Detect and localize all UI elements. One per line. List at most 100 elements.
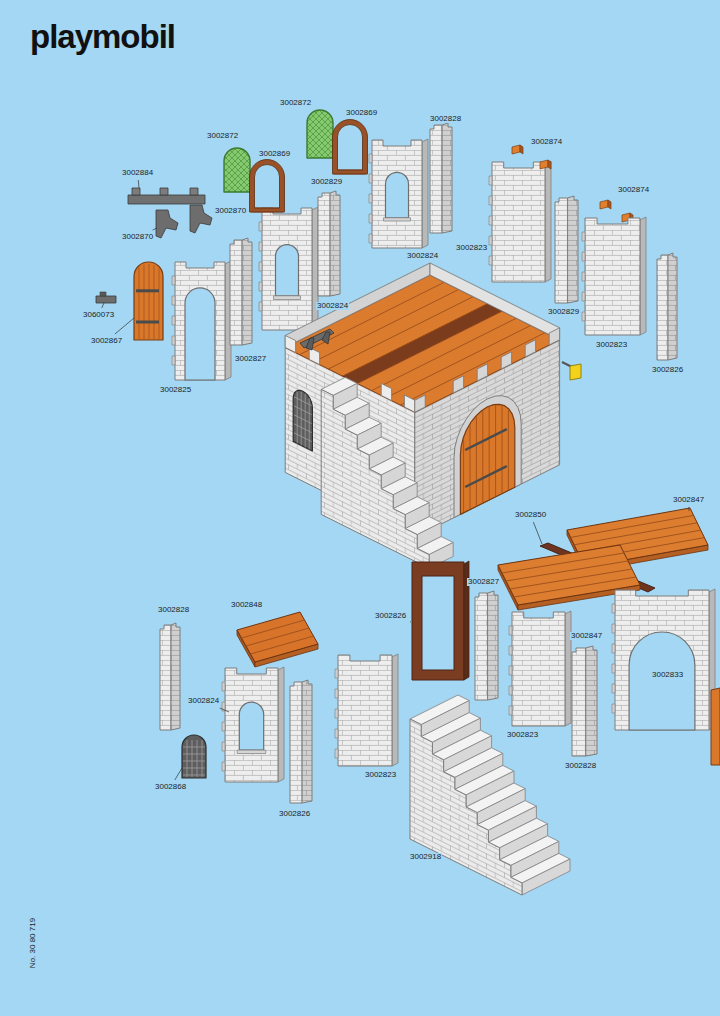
corner-pillar-side: [568, 196, 578, 303]
grate-bar: [294, 397, 312, 406]
part-number: 3002833: [651, 671, 684, 679]
corner-pillar: [230, 240, 242, 345]
part-number: 3002828: [429, 115, 462, 123]
grate-bar: [192, 740, 193, 777]
door-hinge: [465, 466, 507, 487]
leader-line: [153, 228, 157, 230]
corner-pillar-side: [442, 123, 452, 233]
part-number: 3002823: [506, 731, 539, 739]
part-number: 3002872: [206, 132, 239, 140]
deck-plank-joint: [343, 304, 488, 376]
part-number: 3002867: [90, 337, 123, 345]
part-number: 3002826: [278, 810, 311, 818]
corner-pillar: [290, 682, 302, 803]
part-number: 3002823: [455, 244, 488, 252]
catalog-number: No. 30 80 719: [29, 917, 37, 969]
window-opening: [386, 172, 409, 217]
door-hinge: [136, 321, 159, 324]
corner-pillar-side: [586, 646, 597, 756]
door-plank-line: [495, 405, 496, 495]
part-number: 3002824: [316, 302, 349, 310]
castle-grated-window: [293, 390, 312, 451]
wall-panel-side: [392, 654, 398, 766]
window-frame: [335, 122, 365, 172]
castle-gun-stand: [322, 332, 330, 344]
deck-plank-joint: [357, 311, 502, 383]
window-sill: [237, 750, 266, 753]
lattice-bar: [192, 148, 236, 192]
castle-merlon: [477, 364, 487, 381]
grate-bar: [197, 740, 198, 777]
deck-plank-joint: [386, 325, 531, 397]
window-frame-edge: [255, 165, 280, 209]
panel-tab: [509, 646, 512, 655]
wall-panel-side: [278, 667, 284, 782]
part-number: 3060073: [82, 311, 115, 319]
panel-tab: [612, 684, 615, 693]
door-plank-line: [154, 265, 155, 339]
castle-merlon: [381, 383, 391, 400]
panel-tab: [509, 626, 512, 635]
leader-line: [175, 768, 182, 780]
door-plank-line: [159, 269, 160, 340]
part-number: 3002847: [672, 496, 705, 504]
window-frame-edge: [250, 160, 285, 213]
corner-pillar: [160, 625, 171, 730]
grate-bar: [183, 775, 205, 776]
panel-tab: [489, 236, 492, 245]
gray-hinge-knob: [100, 292, 106, 296]
panel-tab: [369, 154, 372, 163]
leader-line: [410, 621, 412, 622]
grate-bar: [294, 415, 312, 424]
panel-tab: [582, 312, 585, 321]
lattice-bar: [307, 110, 355, 158]
panel-tab: [582, 232, 585, 241]
corner-pillar-side: [330, 191, 340, 296]
panel-tab: [509, 666, 512, 675]
corner-pillar: [572, 648, 586, 756]
lattice-bar: [259, 110, 307, 158]
panel-tab: [369, 174, 372, 183]
corner-pillar-side: [488, 591, 498, 700]
window-opening: [276, 245, 299, 296]
castle-door-arch: [454, 396, 521, 518]
grate-bar: [294, 424, 312, 433]
part-number: 3002868: [154, 783, 187, 791]
lattice-bar: [319, 110, 367, 158]
grate-bar: [183, 754, 205, 755]
castle-deck-beam: [343, 304, 502, 384]
lattice-bar: [307, 110, 355, 158]
panel-tab: [612, 704, 615, 713]
panel-tab: [369, 234, 372, 243]
wall-panel: [585, 218, 640, 335]
gray-battlement-bar: [128, 195, 205, 204]
window-frame-edge: [333, 120, 368, 175]
panel-tab: [335, 729, 338, 738]
castle-merlon: [415, 395, 425, 412]
door-opening: [185, 288, 215, 380]
lattice-bar: [289, 110, 337, 158]
brown-door-frame: [412, 562, 464, 680]
lattice-bar: [289, 110, 337, 158]
part-number: 3002874: [617, 186, 650, 194]
wooden-door: [134, 262, 163, 340]
green-window-frame: [224, 148, 250, 192]
logo-title: playmobil: [30, 20, 175, 53]
door-hinge: [136, 289, 159, 292]
part-number: 3002850: [514, 511, 547, 519]
plank-joint: [510, 569, 632, 589]
panel-tab: [369, 194, 372, 203]
panel-tab: [222, 682, 225, 691]
lattice-bar: [252, 148, 296, 192]
panel-tab: [335, 709, 338, 718]
part-number: 3002829: [547, 308, 580, 316]
small-orange-piece-side: [548, 160, 551, 169]
panel-tab: [489, 256, 492, 265]
panel-tab: [335, 689, 338, 698]
part-number: 3002827: [234, 355, 267, 363]
part-number: 3002869: [258, 150, 291, 158]
small-orange-piece: [600, 200, 608, 209]
part-number: 3002829: [310, 178, 343, 186]
wall-panel-side: [565, 611, 571, 726]
lattice-bar: [198, 148, 242, 192]
